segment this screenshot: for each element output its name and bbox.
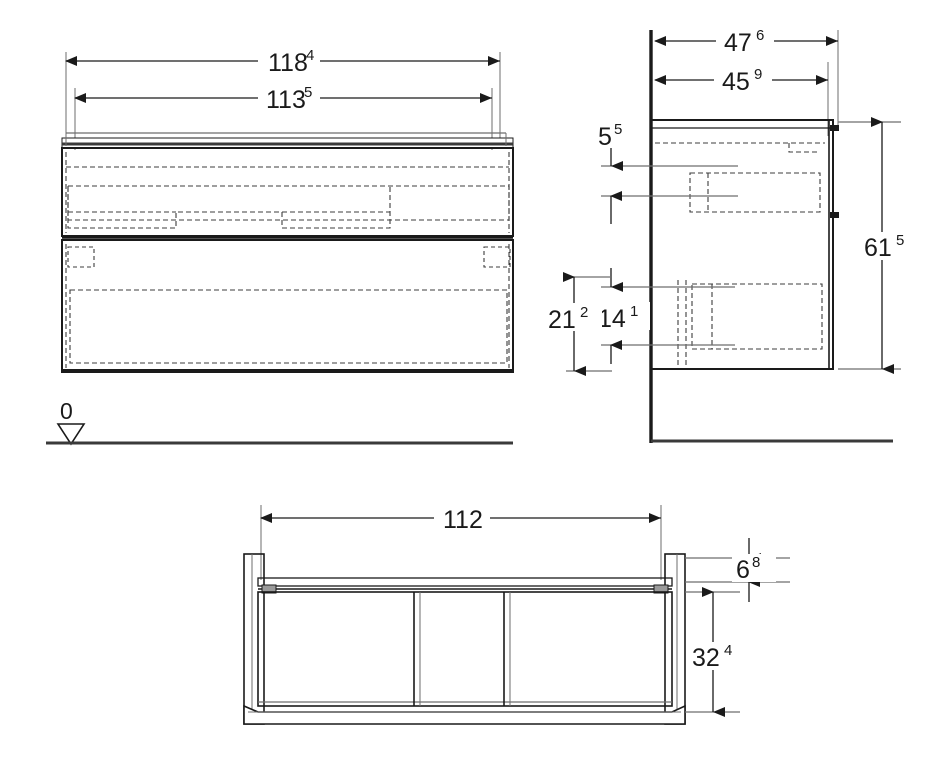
side-cabinet-body [650,119,839,370]
plan-dimension-6-8: 6 8 [685,538,790,602]
plan-view: 112 6 8 [243,503,790,725]
dim-plan-band-sup: 8 [752,554,760,571]
dim-front-width-sup: 4 [306,47,314,64]
side-dimension-45: 45 9 [654,62,829,136]
plan-cabinet-body [243,553,686,725]
dim-front-inner-sup: 5 [304,84,312,101]
dim-side-lower-inner-sup: 1 [630,303,638,320]
side-dimension-21-2: 21 2 [546,272,612,376]
datum-label: 0 [60,398,73,424]
dim-plan-band-value: 6 [736,556,750,584]
front-hidden-bracket-left [67,246,95,268]
datum-marker: 0 [46,398,513,446]
side-dimension-5-5: 5 5 [592,121,738,224]
dim-side-height-value: 61 [864,234,892,262]
front-cabinet-body [61,132,514,373]
front-hidden-bracket-right [483,246,511,268]
dim-side-inner-sup: 9 [754,66,762,83]
dim-front-inner-value: 113 [266,86,306,114]
plan-dimension-112: 112 [260,503,662,580]
side-dimension-14-1: 14 1 [594,268,735,364]
front-hidden-lines-lower [65,244,510,368]
side-handle-top [830,125,839,131]
dim-side-height-sup: 5 [896,232,904,249]
side-elevation-view: 47 6 45 9 [546,26,920,443]
plan-dimension-32-4: 32 4 [685,587,748,717]
dim-side-lower-inner-value: 14 [598,305,626,333]
side-handle-bottom [830,212,839,218]
dim-plan-depth-value: 32 [692,644,720,672]
dim-side-lower-outer-sup: 2 [580,304,588,321]
dim-plan-width-value: 112 [443,506,483,534]
side-hidden-upper-drawer [655,142,825,213]
dim-side-top-offset-sup: 5 [614,121,622,138]
dim-front-width-value: 118 [268,49,308,77]
side-hidden-lower-drawer [677,280,823,365]
dim-side-depth-sup: 6 [756,27,764,44]
side-dimension-61-5: 61 5 [838,117,920,374]
dim-side-top-offset-value: 5 [598,123,612,151]
front-elevation-view: 118 4 113 5 [46,46,514,446]
side-dimension-47: 47 6 [654,26,839,128]
plan-front-rail [243,704,686,725]
dim-plan-depth-sup: 4 [724,642,732,659]
plan-hardware-right [653,584,669,594]
front-hidden-lines-upper [65,152,510,233]
dim-side-inner-value: 45 [722,68,750,96]
dim-side-lower-outer-value: 21 [548,306,576,334]
dim-side-depth-value: 47 [724,29,752,57]
plan-hardware-left [261,584,277,594]
front-dimension-118: 118 4 [65,46,501,145]
